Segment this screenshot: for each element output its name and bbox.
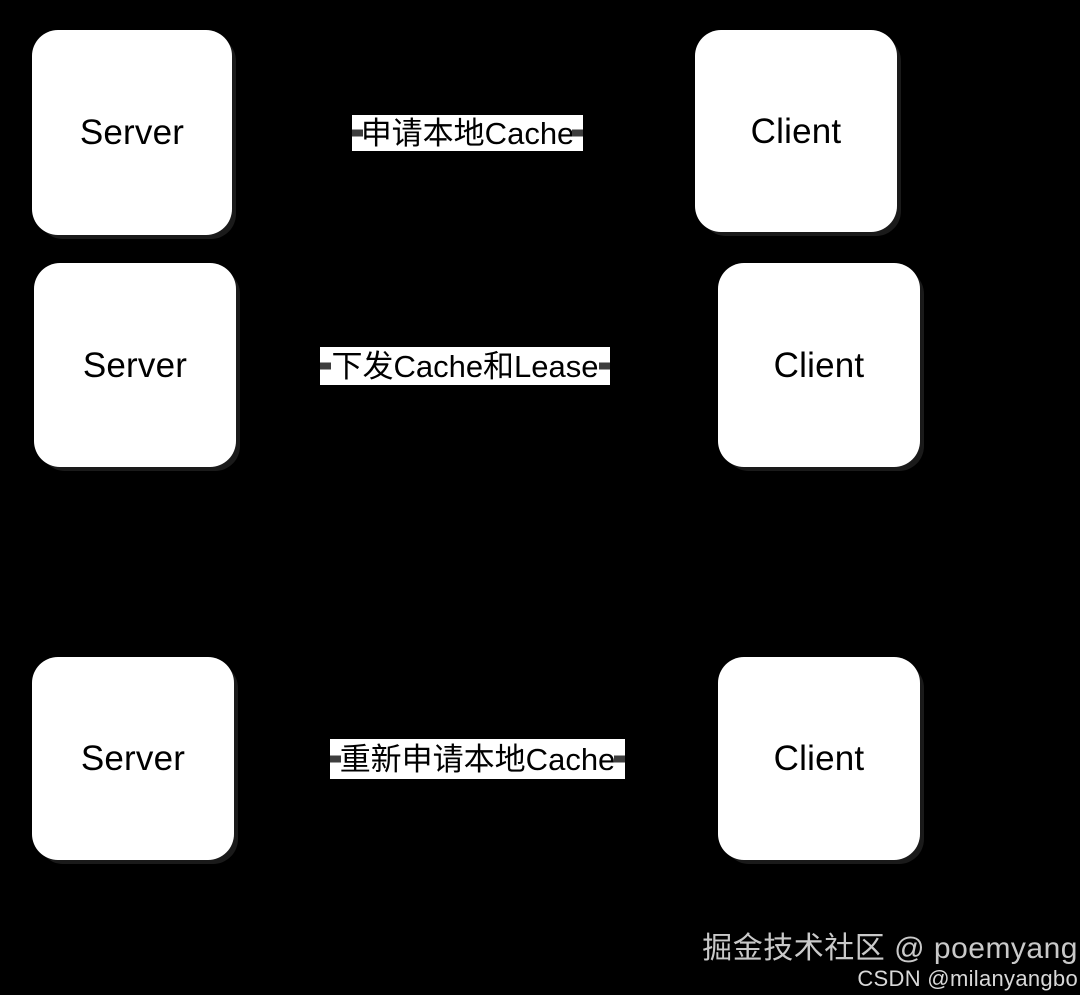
node-label: Server [80,739,186,778]
watermark: 掘金技术社区 @ poemyang CSDN @milanyangbo [702,931,1078,992]
node-label: Server [79,113,185,152]
connector-stub-right-icon [599,362,610,370]
node-server-3[interactable]: Server [32,657,234,860]
connector-stub-left-icon [352,129,363,137]
watermark-secondary-text: CSDN @milanyangbo [857,966,1078,992]
node-label: Client [773,739,865,778]
node-client-3[interactable]: Client [718,657,920,860]
connector-stub-left-icon [320,362,331,370]
node-label: Client [773,345,865,385]
connector-stub-left-icon [330,755,341,763]
node-label: Server [82,345,188,385]
edge-label-1: 申请本地Cache [352,115,583,151]
connector-stub-right-icon [572,129,583,137]
edge-label-text: 重新申请本地Cache [339,741,616,777]
edge-label-2: 下发Cache和Lease [320,347,610,385]
node-client-1[interactable]: Client [695,30,897,232]
watermark-primary-text: 掘金技术社区 @ poemyang [702,931,1078,965]
node-client-2[interactable]: Client [718,263,920,467]
node-server-1[interactable]: Server [32,30,232,235]
connector-stub-right-icon [614,755,625,763]
node-server-2[interactable]: Server [34,263,236,467]
edge-label-text: 下发Cache和Lease [331,348,599,384]
node-label: Client [750,111,842,151]
edge-label-text: 申请本地Cache [360,115,575,151]
edge-label-3: 重新申请本地Cache [330,739,625,779]
